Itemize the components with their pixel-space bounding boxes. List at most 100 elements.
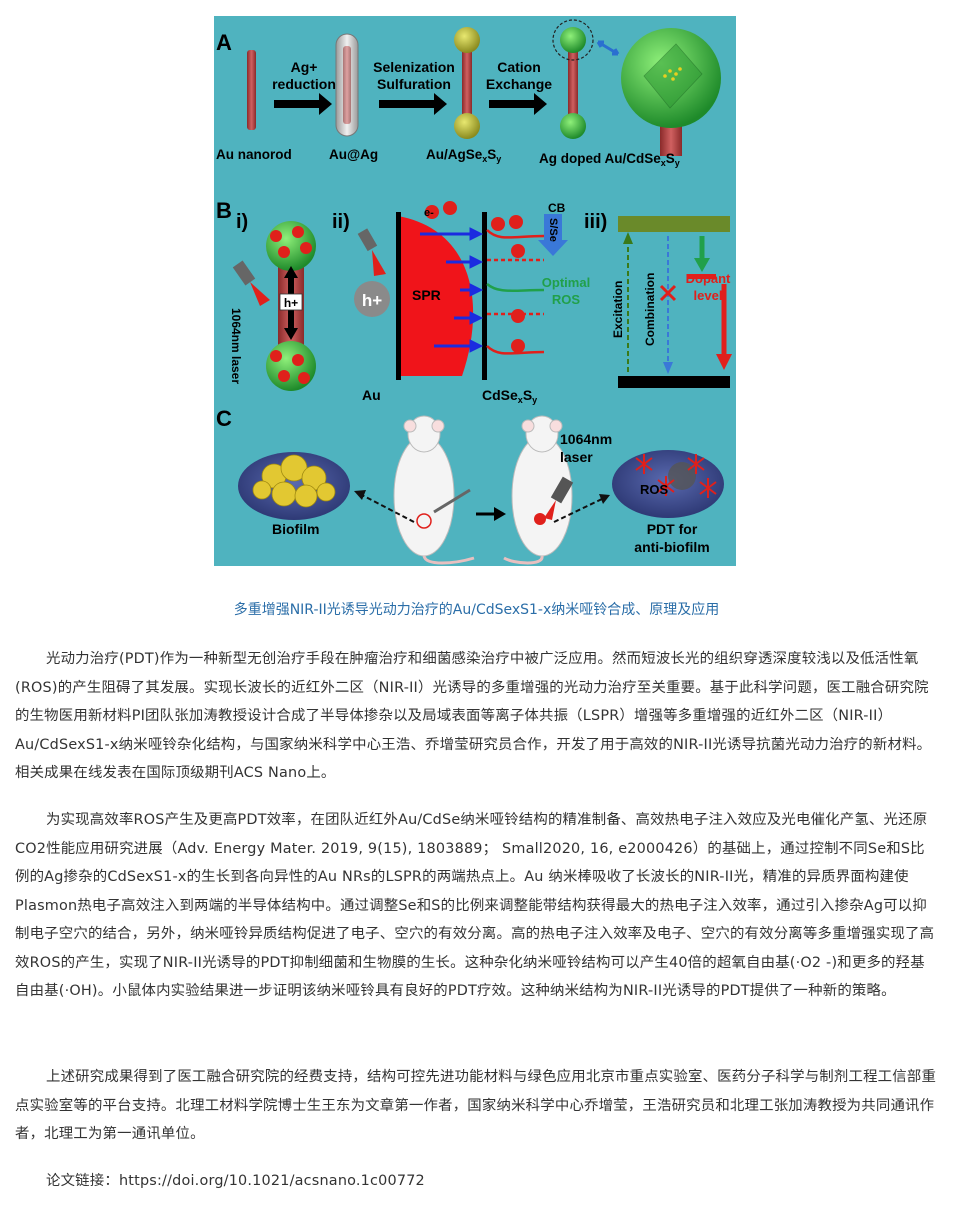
cb-arrow-icon — [538, 214, 568, 256]
arrowhead — [469, 311, 484, 325]
bi-sphere-bottom — [266, 341, 316, 391]
bi-laser-device — [232, 260, 256, 286]
electron — [270, 230, 282, 242]
electron — [298, 372, 310, 384]
bii-hplus: h+ — [362, 291, 382, 310]
bii-hole — [354, 281, 390, 317]
injection-arrows — [420, 227, 484, 353]
label-au-nanorod: Au nanorod — [216, 147, 292, 162]
dumbbell-olive-top — [454, 27, 480, 53]
bii-electron-label: e- — [424, 207, 434, 219]
ros-burst — [699, 478, 717, 498]
mouse-ear — [403, 419, 417, 433]
panel-b-ii: ii) — [332, 211, 350, 233]
excitation-label: Excitation — [611, 281, 625, 338]
step3-line1: Cation — [497, 59, 541, 75]
cb-label: CB — [548, 201, 566, 215]
dashed-arrow-right-head — [599, 494, 610, 504]
step1-line2: reduction — [272, 76, 336, 92]
band-top — [486, 229, 545, 239]
electron — [278, 370, 290, 382]
mouse-body — [393, 435, 455, 557]
c-laser-line2: laser — [560, 449, 593, 465]
panel-c-letter: C — [216, 406, 232, 431]
ros-burst — [657, 476, 675, 496]
paper-link[interactable]: 论文链接：https://doi.org/10.1021/acsnano.1c0… — [46, 1173, 425, 1189]
panel-b-iii: iii) — [584, 211, 607, 233]
dopant-level — [688, 274, 716, 279]
step3-line2: Exchange — [486, 76, 552, 92]
transition-arrow-head — [494, 507, 506, 521]
bi-hplus-box — [279, 293, 303, 311]
dopant-line2: level — [694, 288, 723, 303]
optimal-line1: Optimal — [542, 275, 590, 290]
mouse-right — [503, 415, 573, 565]
arrowhead — [469, 227, 484, 241]
step2-arrow — [379, 93, 447, 115]
dopant-line1: Dopant — [686, 271, 731, 286]
biofilm-cells — [252, 454, 336, 508]
optimal-line2: ROS — [552, 292, 581, 307]
electron — [300, 242, 312, 254]
c-laser-line1: 1064nm — [560, 431, 612, 447]
bacterium — [316, 482, 336, 502]
panel-b-letter: B — [216, 198, 232, 223]
arrowhead — [469, 283, 484, 297]
band-optimal — [486, 282, 545, 292]
electron — [443, 201, 457, 215]
step1-arrow — [274, 93, 332, 115]
step2-line1: Selenization — [373, 59, 455, 75]
arrowhead — [469, 255, 484, 269]
bacterium — [271, 481, 297, 507]
paragraph-method: 为实现高效率ROS产生及更高PDT效率，在团队近红外Au/CdSe纳米哑铃结构的… — [15, 812, 935, 999]
bi-hplus: h+ — [284, 296, 298, 310]
ros-burst — [635, 454, 653, 474]
c-laser-beam — [544, 500, 556, 520]
bacterium — [252, 480, 272, 500]
syringe — [433, 488, 471, 514]
zoom-arrow-icon — [596, 40, 620, 56]
biofilm-label: Biofilm — [272, 521, 319, 537]
ros-burst — [687, 454, 705, 474]
vb-level — [618, 376, 730, 388]
pdt-line2: anti-biofilm — [634, 539, 709, 555]
dopant-dot — [668, 69, 672, 73]
electron — [511, 339, 525, 353]
dumbbell-green-bottom — [560, 113, 586, 139]
mouse-ear — [431, 419, 445, 433]
sse-label: S/Se — [547, 218, 559, 242]
pdt-line1: PDT for — [647, 521, 698, 537]
electron — [511, 309, 525, 323]
electron — [509, 215, 523, 229]
bii-electrons — [425, 201, 525, 353]
bacterium — [294, 484, 318, 508]
combination-label: Combination — [643, 273, 657, 346]
mouse-left — [393, 415, 475, 565]
mouse-tail — [422, 555, 475, 565]
au-ag-core — [343, 46, 351, 124]
dopant-dot — [678, 67, 682, 71]
cdses-label: CdSexSy — [482, 387, 537, 405]
step2-line2: Sulfuration — [377, 76, 451, 92]
mouse-ear — [549, 419, 563, 433]
step3-arrow — [489, 93, 547, 115]
dashed-arrow-left — [359, 493, 415, 523]
ros-bursts — [635, 454, 717, 498]
bi-laser-label: 1064nm laser — [229, 308, 243, 384]
scheme-figure: A Ag+ reduction Selenization Sulfuration… — [214, 16, 736, 566]
dopant-arrow-red-head — [716, 354, 732, 370]
arrowhead — [469, 339, 484, 353]
dumbbell-green-rod — [568, 46, 578, 126]
band-bottom — [486, 345, 545, 355]
combination-head — [663, 362, 673, 374]
zoom-circle — [552, 19, 594, 61]
spr-label: SPR — [412, 287, 441, 303]
spr-region — [398, 216, 474, 376]
electron — [511, 244, 525, 258]
dopant-arrow-green-head — [694, 258, 710, 272]
step1-line1: Ag+ — [291, 59, 318, 75]
bi-laser-beam — [250, 282, 270, 306]
dopant-dot — [663, 74, 667, 78]
electron — [491, 217, 505, 231]
dumbbell-green-top — [560, 27, 586, 53]
